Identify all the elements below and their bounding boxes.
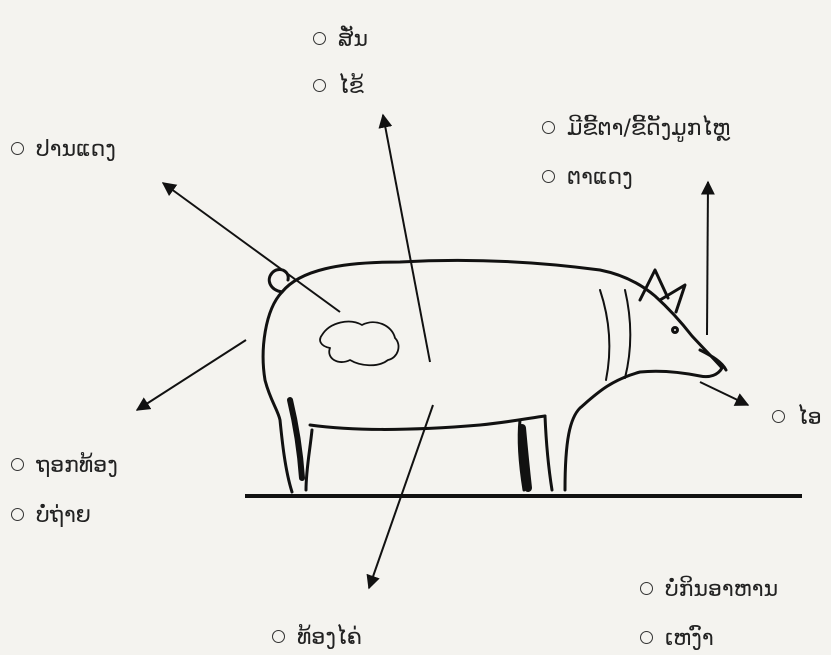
bullet-icon xyxy=(11,508,24,521)
symptom-eye-discharge: ມີຂີ້ຕາ/ຂີ້ດັງມູກໄຫຼ xyxy=(542,116,730,142)
bullet-icon xyxy=(542,170,555,183)
symptom-bloated-belly: ທ້ອງໄຄ່ xyxy=(272,625,362,651)
symptom-no-appetite: ບໍ່ກິນອາຫານ xyxy=(640,577,778,603)
bullet-icon xyxy=(313,79,326,92)
symptom-constipation: ບໍ່ຖ່າຍ xyxy=(11,503,91,529)
arrow-diarrhea xyxy=(137,340,246,410)
arrows xyxy=(137,115,748,588)
symptom-red-eye: ຕາແດງ xyxy=(542,165,633,191)
arrow-eye xyxy=(707,182,708,335)
arrow-cough xyxy=(700,382,748,405)
symptom-red-spot: ປານແດງ xyxy=(11,137,116,163)
bullet-icon xyxy=(542,121,555,134)
bullet-icon xyxy=(272,630,285,643)
bullet-icon xyxy=(313,32,326,45)
bullet-icon xyxy=(11,458,24,471)
arrow-fever xyxy=(383,115,430,362)
arrow-skin xyxy=(163,183,340,312)
symptom-fever: ໄຂ້ xyxy=(313,74,364,100)
symptom-shiver: ສັ່ນ xyxy=(313,27,368,53)
symptom-diarrhea: ຖອກທ້ອງ xyxy=(11,453,118,479)
symptom-cough: ໄອ xyxy=(772,405,822,431)
bullet-icon xyxy=(772,410,785,423)
symptom-lethargy: ເຫງົາ xyxy=(640,626,714,652)
bullet-icon xyxy=(640,582,653,595)
bullet-icon xyxy=(11,142,24,155)
bullet-icon xyxy=(640,631,653,644)
pig-illustration xyxy=(263,260,726,492)
